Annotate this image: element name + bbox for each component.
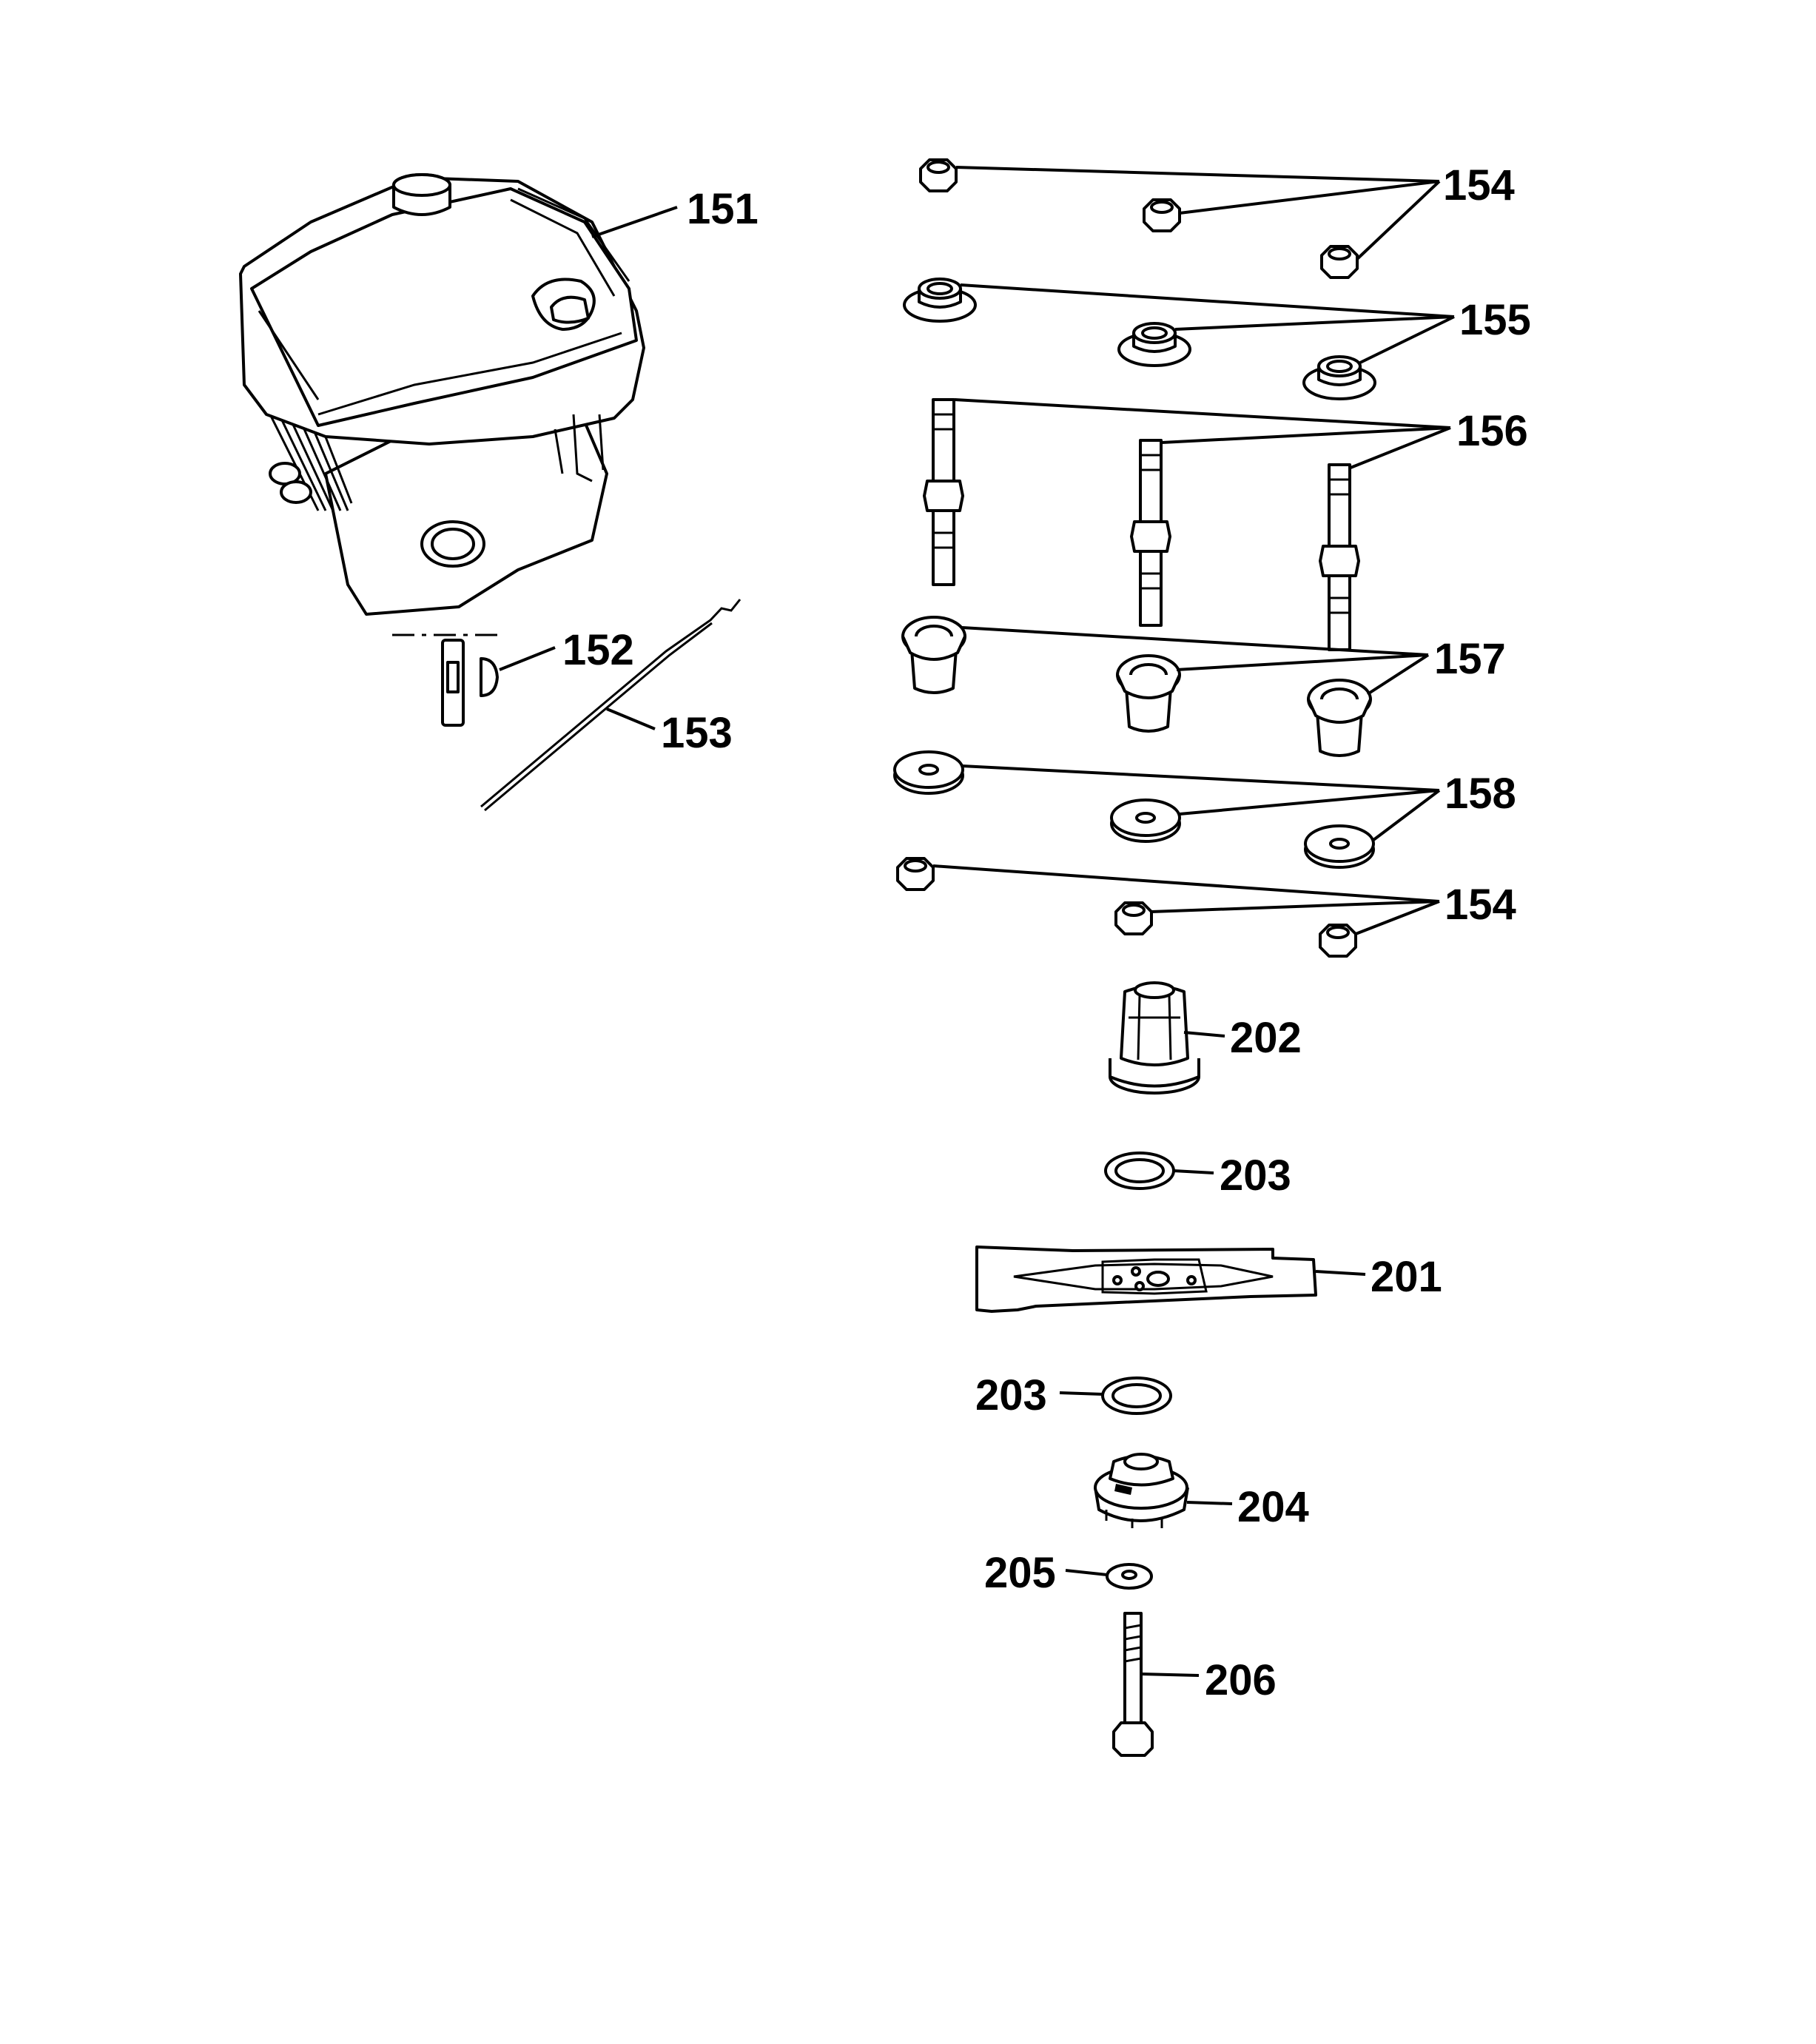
mower-blade-201	[975, 1245, 1317, 1313]
blade-hub-204	[1094, 1453, 1189, 1528]
leader-152	[499, 646, 556, 671]
callout-156: 156	[1456, 407, 1528, 455]
callout-201: 201	[1371, 1253, 1442, 1301]
bushing-group-155	[903, 278, 1376, 400]
nut-group-154-bottom	[896, 857, 1357, 958]
callout-154-bottom: 154	[1445, 881, 1516, 929]
leader-154-top	[955, 166, 1440, 183]
leader-205	[1065, 1569, 1108, 1576]
stud-group-156	[923, 398, 1360, 651]
leader-203-bottom	[1059, 1391, 1103, 1396]
leader-151	[591, 206, 678, 238]
callout-155: 155	[1459, 296, 1531, 344]
callout-202: 202	[1230, 1014, 1302, 1062]
washer-group-158	[893, 750, 1375, 869]
leader-155	[960, 283, 1455, 318]
blade-bolt-206	[1112, 1612, 1154, 1757]
nut-group-154-top	[919, 158, 1359, 279]
callout-152: 152	[562, 626, 634, 674]
leader-206	[1140, 1672, 1200, 1677]
washer-203-bottom	[1101, 1376, 1172, 1415]
engine-assembly	[239, 173, 645, 616]
callout-157: 157	[1434, 635, 1506, 683]
leader-158	[961, 764, 1440, 792]
washer-203-top	[1104, 1152, 1175, 1190]
grommet-group-157	[901, 616, 1372, 757]
callout-158: 158	[1445, 770, 1516, 818]
callout-153: 153	[661, 709, 733, 757]
leader-157	[961, 626, 1429, 656]
blade-adapter-202	[1109, 981, 1200, 1095]
leader-204	[1186, 1501, 1233, 1505]
callout-205: 205	[984, 1549, 1056, 1597]
throttle-rod	[480, 599, 741, 812]
washer-205	[1106, 1563, 1153, 1590]
leader-153	[606, 707, 656, 730]
callout-154-top: 154	[1443, 161, 1515, 209]
callout-203-top: 203	[1220, 1152, 1291, 1200]
leader-202	[1183, 1031, 1225, 1038]
callout-203-bottom: 203	[975, 1371, 1047, 1419]
callout-206: 206	[1205, 1656, 1277, 1704]
leader-201	[1315, 1270, 1366, 1276]
leader-156	[954, 398, 1451, 429]
leader-203-top	[1173, 1169, 1214, 1174]
leader-154-bottom	[932, 864, 1440, 903]
crankshaft-key	[392, 633, 503, 727]
callout-204: 204	[1237, 1483, 1309, 1531]
callout-151: 151	[687, 185, 759, 233]
